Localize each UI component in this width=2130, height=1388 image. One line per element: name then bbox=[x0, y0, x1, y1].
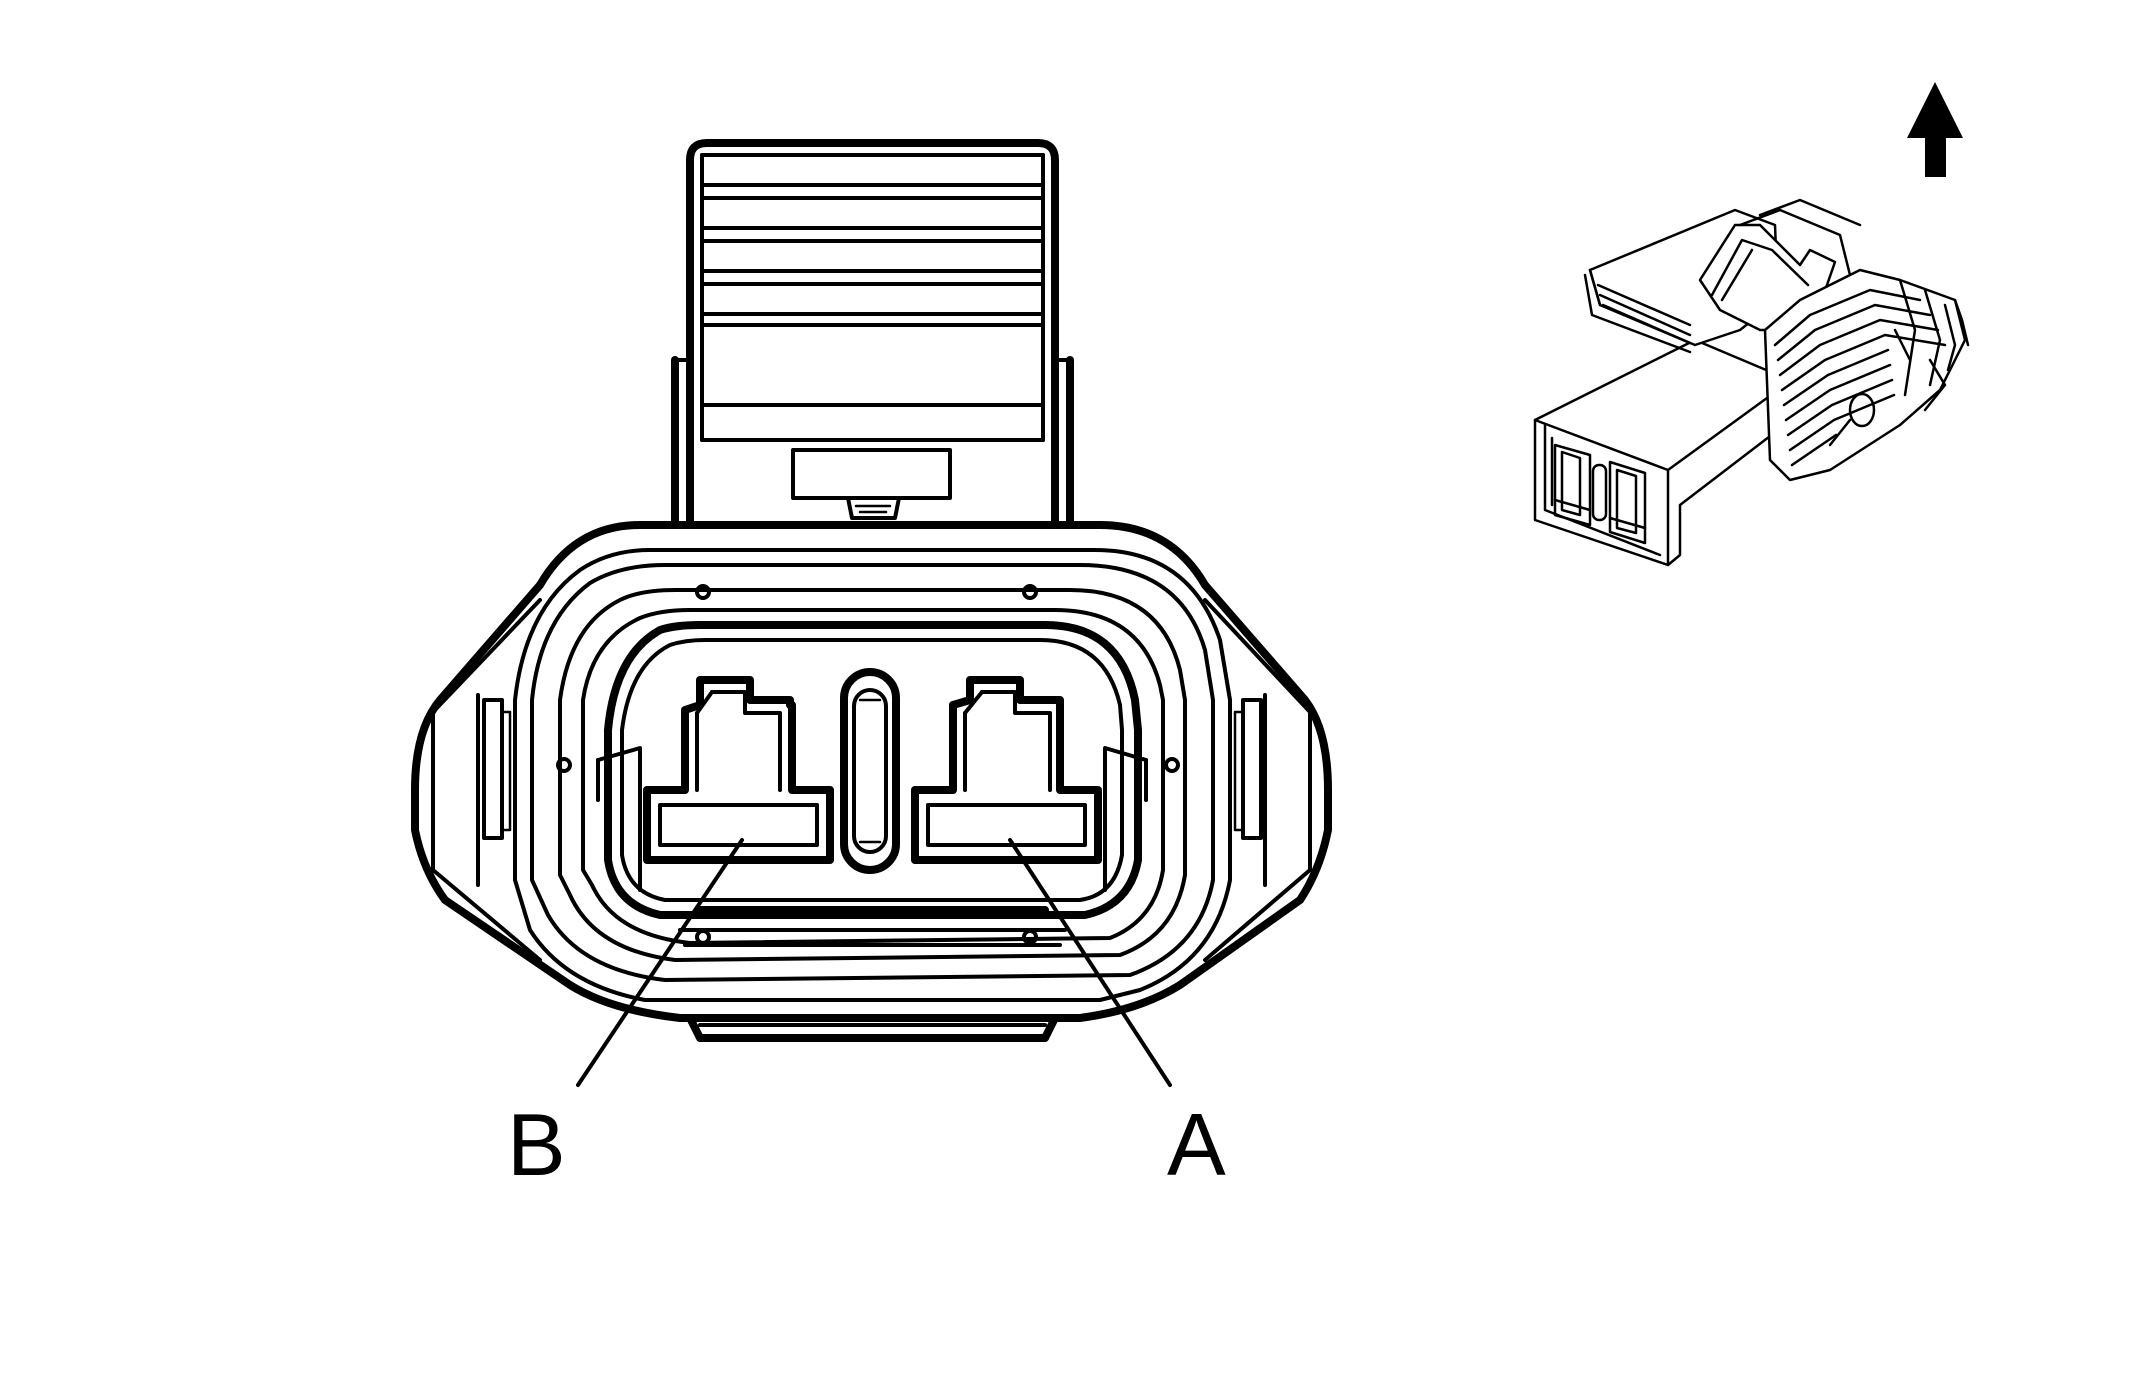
connector-front-view bbox=[411, 139, 1332, 1042]
terminal-a bbox=[911, 676, 1102, 864]
terminal-b bbox=[643, 676, 834, 864]
leader-line-b bbox=[576, 838, 744, 1087]
connector-isometric-view bbox=[1533, 198, 1970, 567]
key-slot bbox=[840, 668, 900, 874]
pin-callouts: B A bbox=[507, 838, 1226, 1194]
pin-label-a: A bbox=[1167, 1095, 1226, 1194]
up-arrow-icon bbox=[1907, 82, 1963, 177]
leader-line-a bbox=[1008, 838, 1172, 1087]
pin-label-b: B bbox=[507, 1095, 566, 1194]
seal-rings bbox=[513, 548, 1232, 1002]
latch-housing bbox=[671, 139, 1074, 529]
terminal-cavity bbox=[596, 621, 1148, 1042]
